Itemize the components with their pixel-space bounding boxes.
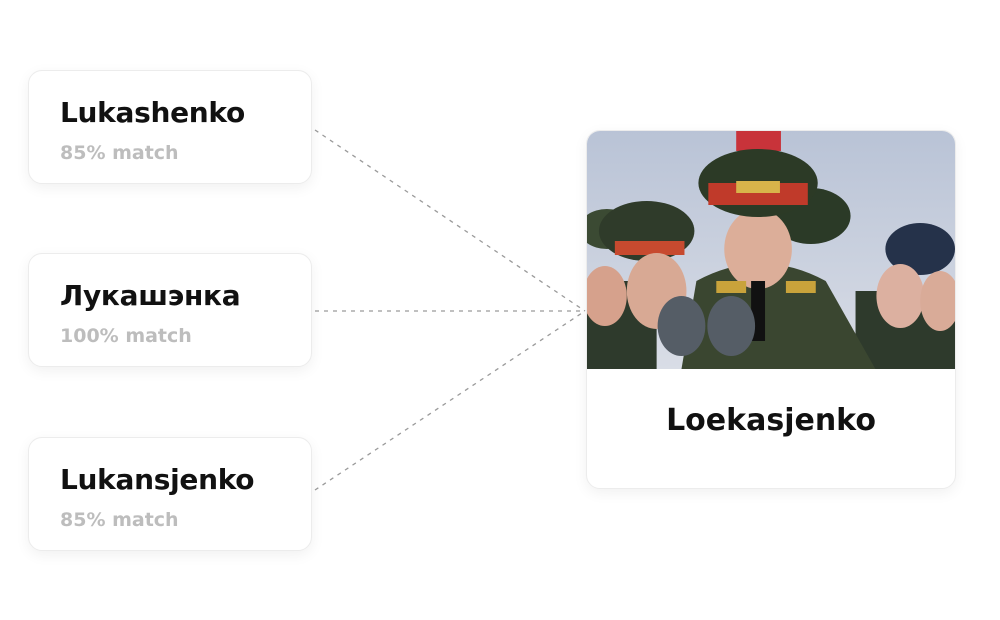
person-photo bbox=[587, 131, 955, 369]
connector-line-3 bbox=[314, 310, 586, 491]
match-score: 100% match bbox=[60, 325, 192, 347]
connector-line-1 bbox=[314, 129, 586, 312]
target-name: Loekasjenko bbox=[666, 403, 876, 438]
candidate-name: Lukashenko bbox=[60, 96, 245, 129]
candidate-name: Lukansjenko bbox=[60, 463, 255, 496]
candidate-card: Lukashenko 85% match bbox=[28, 70, 312, 184]
match-score: 85% match bbox=[60, 142, 179, 164]
candidate-card: Лукашэнка 100% match bbox=[28, 253, 312, 367]
target-card: Loekasjenko bbox=[586, 130, 956, 489]
match-score: 85% match bbox=[60, 509, 179, 531]
candidate-name: Лукашэнка bbox=[60, 279, 241, 312]
candidate-card: Lukansjenko 85% match bbox=[28, 437, 312, 551]
